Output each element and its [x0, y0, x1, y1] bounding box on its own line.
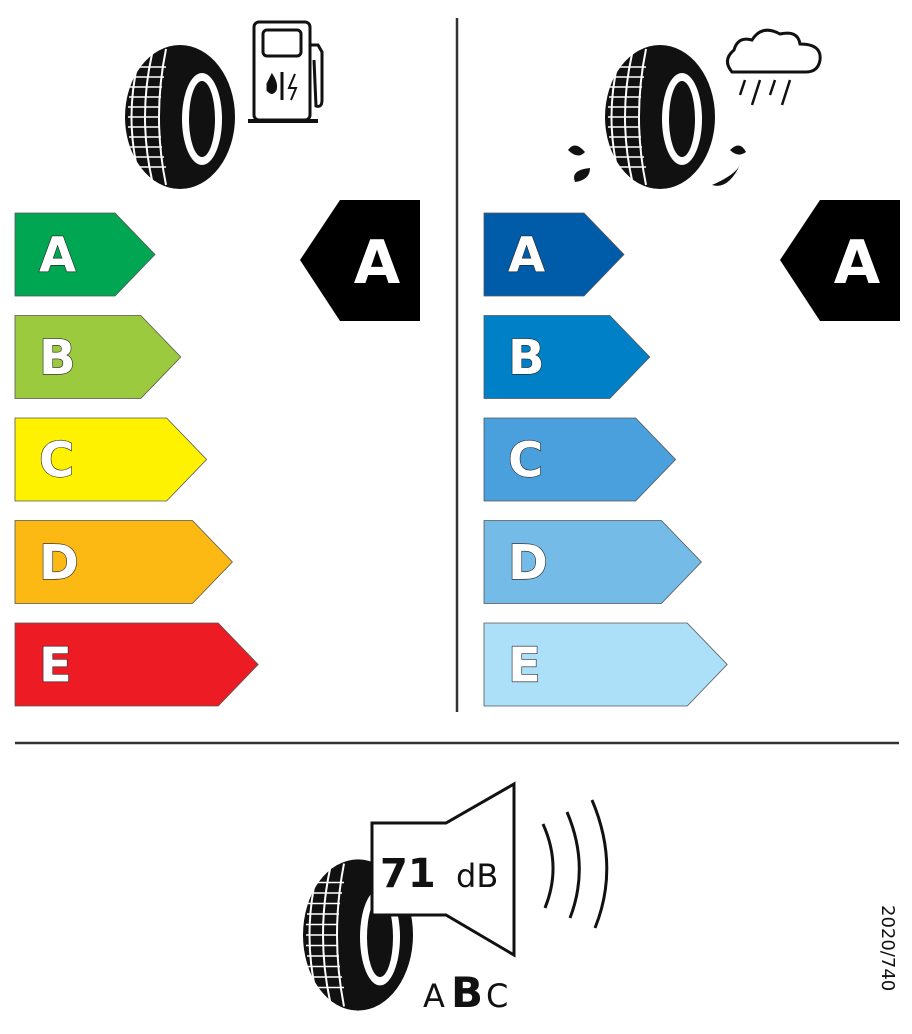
- class-bar-label: C: [39, 433, 74, 489]
- class-bar-label: D: [39, 535, 79, 591]
- regulation-number: 2020/740: [877, 905, 898, 991]
- noise-class-c: C: [486, 977, 508, 1015]
- class-bar-shape: [483, 212, 625, 297]
- class-bar-label: E: [508, 638, 541, 694]
- class-bar-d: D: [483, 520, 702, 604]
- class-bar-a: A: [14, 212, 156, 297]
- sound-waves-icon: [541, 799, 609, 929]
- class-bar-e: E: [14, 622, 259, 707]
- class-bar-e: E: [483, 622, 728, 707]
- class-bar-b: B: [483, 315, 651, 399]
- class-bar-a: A: [483, 212, 625, 297]
- noise-class-selected: B: [451, 968, 483, 1017]
- class-bar-c: C: [14, 417, 208, 502]
- class-bar-shape: [14, 417, 208, 502]
- rain-cloud-icon: [568, 28, 822, 186]
- class-bar-b: B: [14, 315, 182, 399]
- wet-grip-rating: A: [834, 228, 881, 298]
- fuel-efficiency-rating: A: [354, 228, 401, 298]
- class-bar-shape: [483, 520, 702, 604]
- class-bar-d: D: [14, 520, 233, 604]
- class-bar-label: E: [39, 638, 72, 694]
- class-bar-label: B: [39, 330, 76, 386]
- class-bar-shape: [483, 315, 651, 399]
- fuel-efficiency-rating-indicator: A: [300, 200, 420, 321]
- class-bar-shape: [14, 315, 182, 399]
- noise-class-a: A: [423, 977, 445, 1015]
- noise-unit: dB: [456, 857, 498, 895]
- tyre-icon: [124, 44, 236, 190]
- class-bar-label: C: [508, 433, 543, 489]
- class-bar-c: C: [483, 417, 677, 502]
- wet-grip-rating-indicator: A: [780, 200, 900, 321]
- class-bar-shape: [14, 622, 259, 707]
- class-bar-shape: [14, 212, 156, 297]
- speaker-icon: [370, 781, 516, 958]
- class-bar-label: B: [508, 330, 545, 386]
- class-bar-shape: [14, 520, 233, 604]
- class-bar-label: A: [39, 228, 76, 284]
- fuel-pump-icon: [248, 20, 324, 123]
- class-bar-shape: [483, 622, 728, 707]
- tyre-icon: [604, 44, 716, 190]
- class-bar-label: D: [508, 535, 548, 591]
- noise-value: 71: [380, 851, 436, 897]
- class-bar-label: A: [508, 228, 545, 284]
- class-bar-shape: [483, 417, 677, 502]
